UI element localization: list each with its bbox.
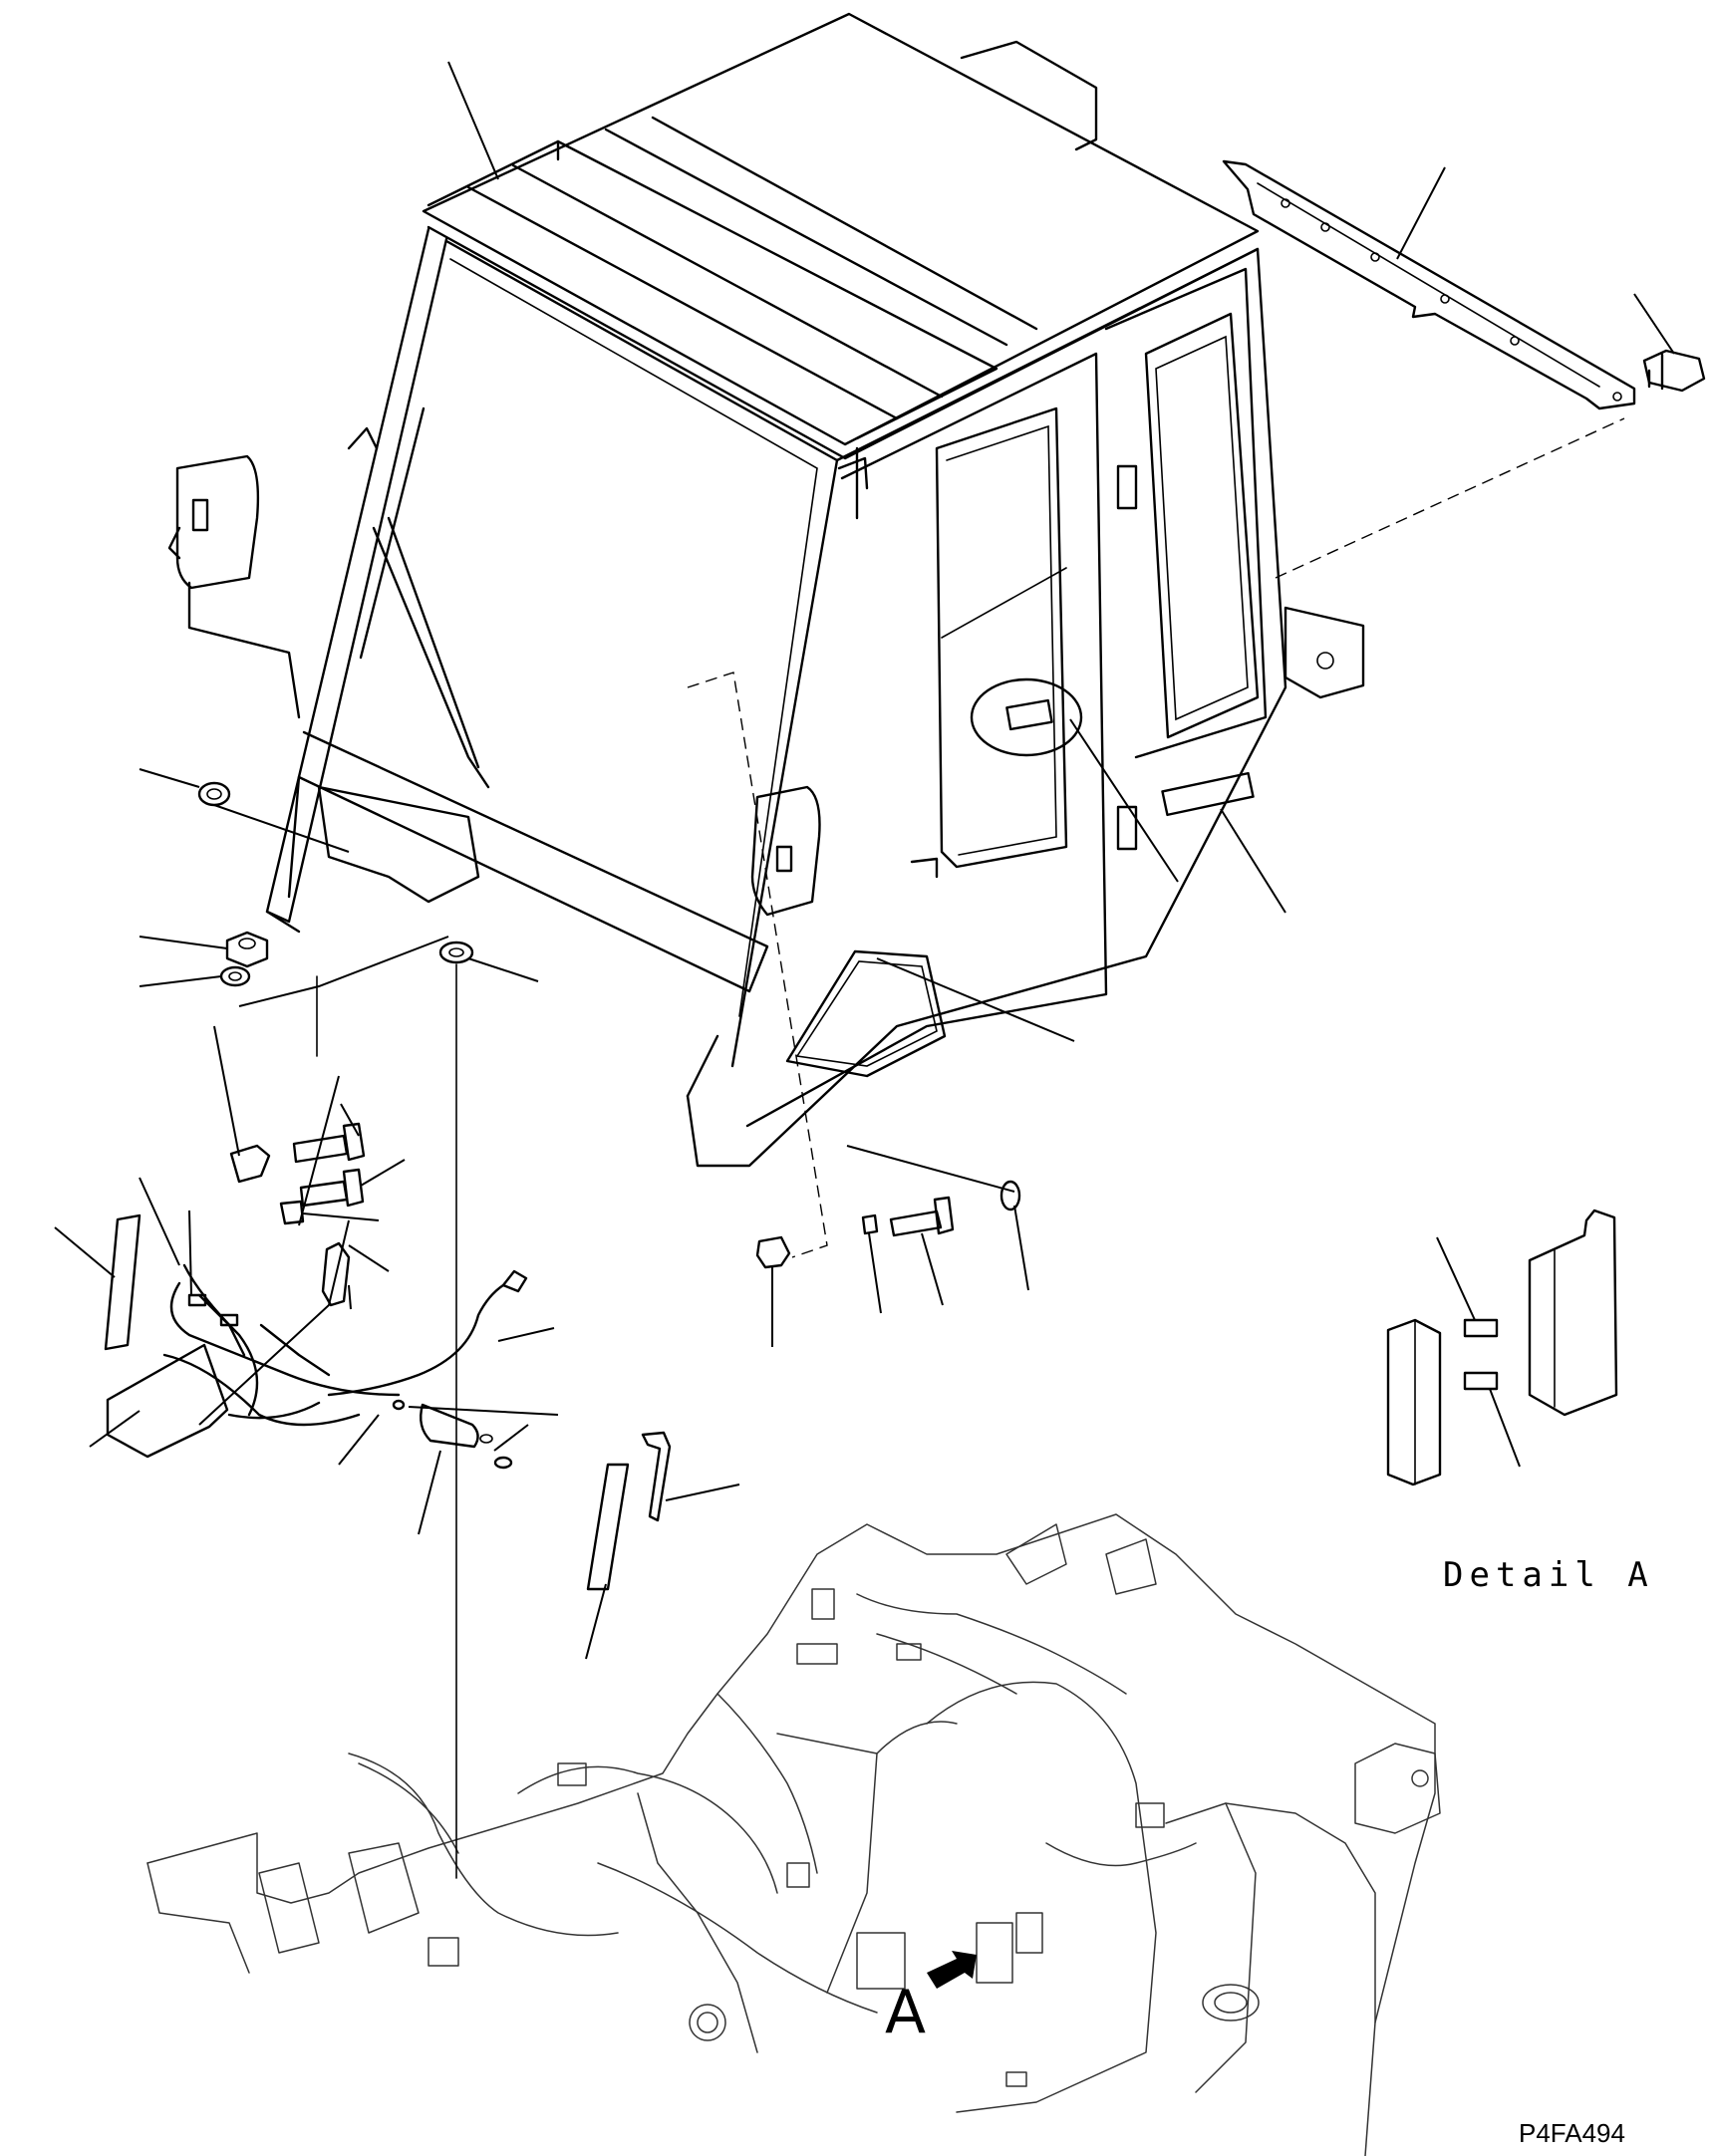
- view-a-arrow: [927, 1951, 977, 1989]
- grommet-part: [493, 1456, 513, 1470]
- nut-part: [225, 931, 269, 968]
- drawing-code: P4FA494: [1519, 2118, 1625, 2148]
- relay-part: [420, 1403, 493, 1449]
- clip-part-2: [279, 1200, 305, 1225]
- cab-assembly: [167, 12, 1365, 1168]
- seal-strip-left: [104, 1213, 142, 1351]
- leader-lines: [54, 61, 1675, 1660]
- detail-a-caption: Detail A: [1443, 1555, 1654, 1595]
- plug-part: [999, 1180, 1021, 1212]
- bolt-part: [1642, 349, 1706, 393]
- connector-part: [321, 1241, 351, 1307]
- side-panel-part: [1222, 159, 1636, 410]
- clip-part-1: [229, 1144, 271, 1184]
- clip-right: [861, 1213, 879, 1235]
- bolt-left-2: [299, 1168, 365, 1208]
- nut-right: [755, 1235, 791, 1269]
- bolt-right: [889, 1196, 955, 1237]
- bolt-left-1: [292, 1122, 366, 1164]
- view-a-letter: A: [885, 1978, 926, 2047]
- washer-part: [197, 781, 231, 807]
- washer-part-3: [438, 941, 474, 964]
- washer-part-2: [219, 965, 251, 987]
- seal-strip-middle: [586, 1463, 630, 1591]
- wire-harness: [106, 1263, 528, 1459]
- small-ring-part: [392, 1399, 406, 1411]
- chassis-frame: A: [146, 1513, 1441, 2156]
- hook-part: [641, 1431, 672, 1522]
- detail-a-view: Detail A: [1386, 1209, 1654, 1595]
